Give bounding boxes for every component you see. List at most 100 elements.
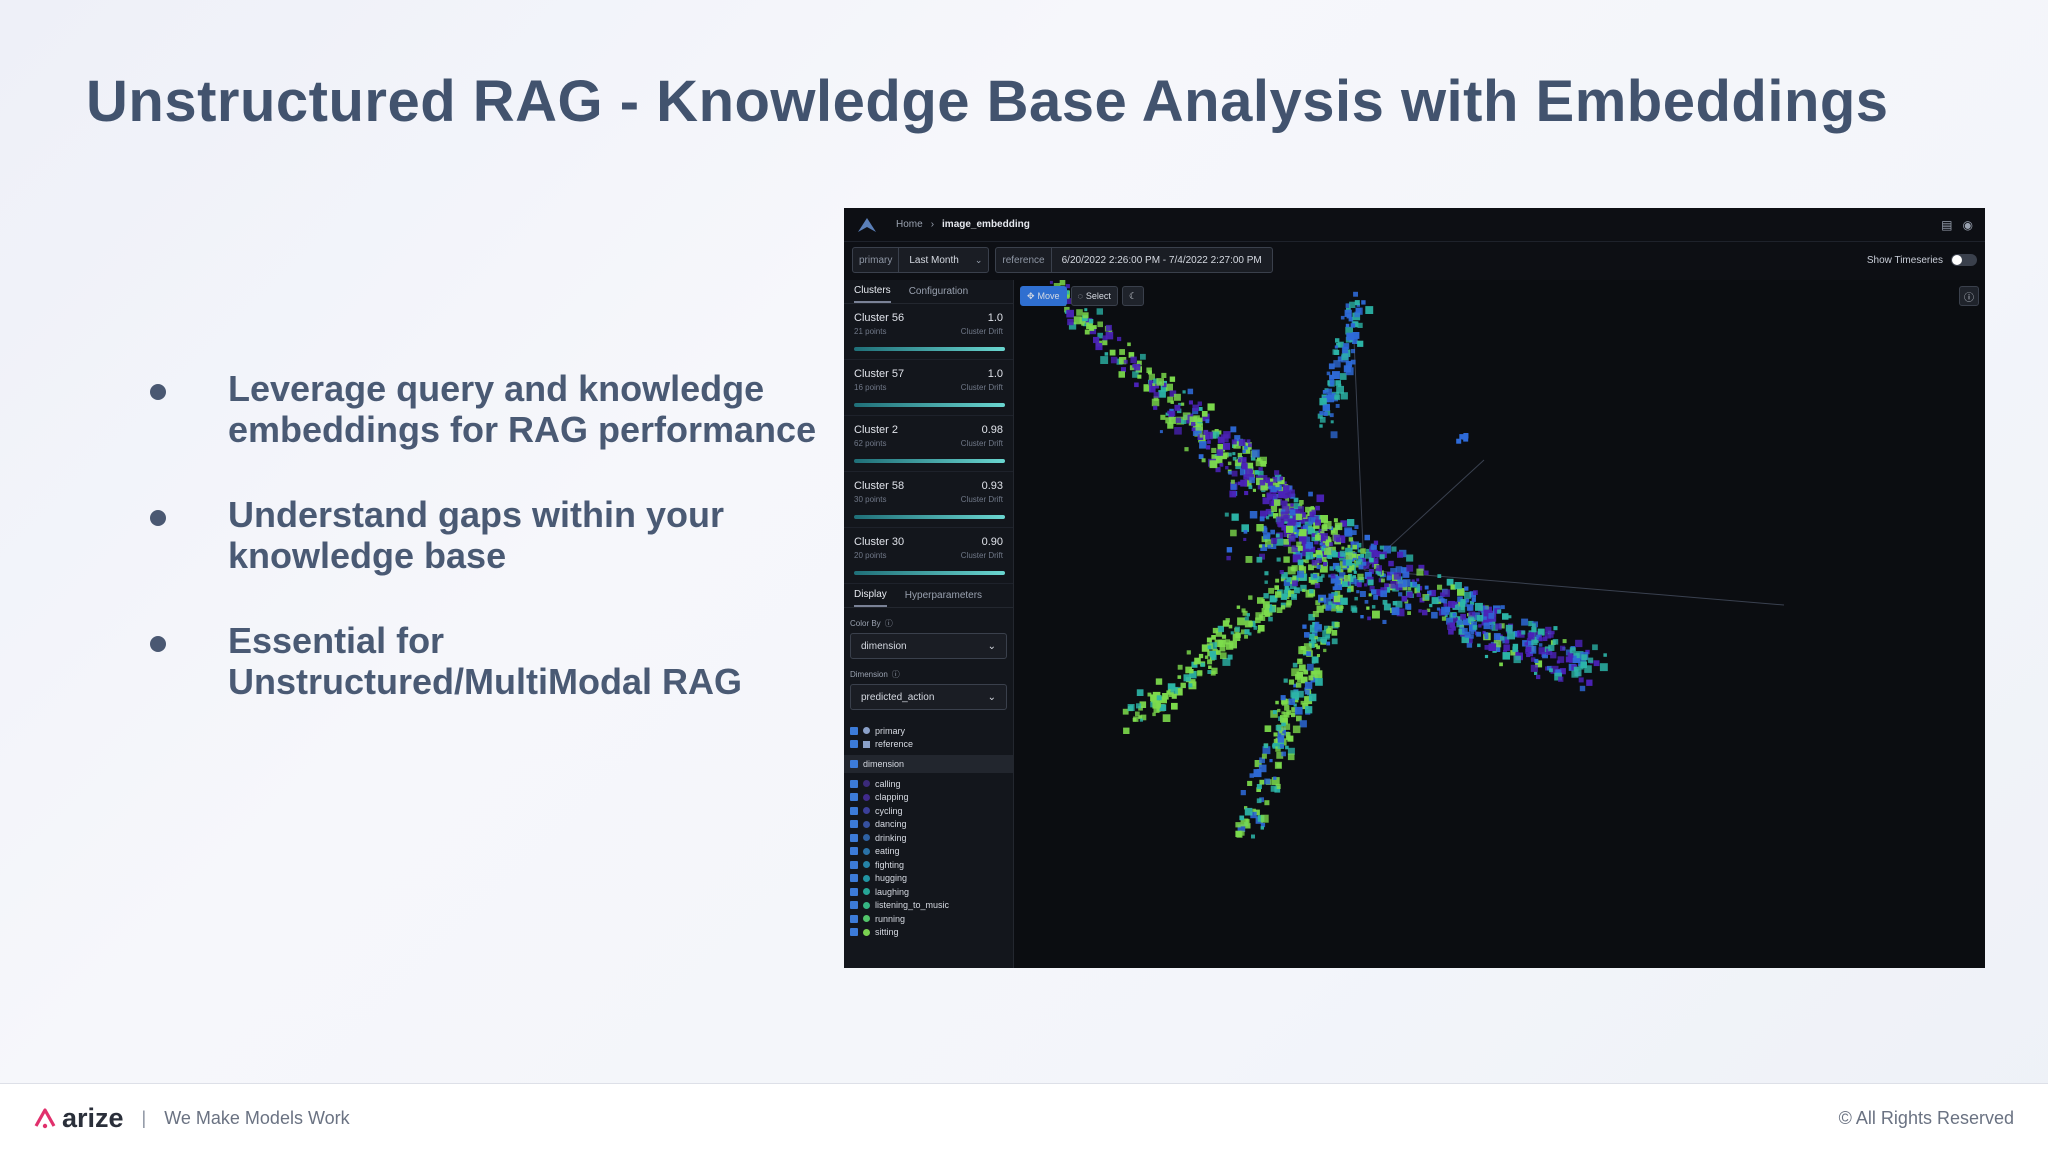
embedding-point[interactable] [1049,280,1053,284]
embedding-point[interactable] [1275,725,1282,731]
embedding-point[interactable] [1169,416,1177,424]
embedding-point[interactable] [1297,658,1303,665]
embedding-point[interactable] [1259,475,1268,483]
embedding-point[interactable] [1322,390,1327,394]
embedding-point[interactable] [1104,352,1109,356]
embedding-point[interactable] [1360,548,1366,554]
embedding-point[interactable] [1123,359,1128,364]
embedding-point[interactable] [1209,460,1218,469]
embedding-point[interactable] [1136,689,1144,696]
embedding-point[interactable] [1441,616,1447,621]
embedding-point[interactable] [1169,390,1177,397]
embedding-point[interactable] [1066,309,1074,318]
embedding-point[interactable] [1311,533,1316,538]
checkbox-icon[interactable] [850,860,858,869]
embedding-point[interactable] [1273,738,1278,743]
legend-item[interactable]: laughing [850,885,1007,899]
embedding-point[interactable] [1462,618,1470,626]
embedding-point[interactable] [1497,609,1502,614]
embedding-point[interactable] [1313,574,1318,579]
embedding-point[interactable] [1344,529,1353,537]
embedding-point[interactable] [1461,635,1470,644]
embedding-point[interactable] [1450,584,1456,590]
embedding-point[interactable] [1293,683,1297,688]
embedding-point[interactable] [1215,467,1221,473]
embedding-point[interactable] [1309,643,1315,648]
embedding-point[interactable] [1244,806,1248,810]
embedding-point[interactable] [1286,577,1292,583]
embedding-point[interactable] [1237,459,1242,463]
embedding-point[interactable] [1328,574,1332,578]
embedding-point[interactable] [1308,613,1315,621]
embedding-point[interactable] [1258,467,1263,472]
embedding-point[interactable] [1384,587,1391,593]
embedding-point[interactable] [1133,363,1141,371]
embedding-point[interactable] [1256,798,1262,804]
embedding-point[interactable] [1255,617,1261,624]
embedding-point[interactable] [1464,586,1469,591]
embedding-point[interactable] [1424,570,1429,576]
embedding-point[interactable] [1263,593,1269,599]
embedding-point[interactable] [1322,638,1327,644]
embedding-point[interactable] [1291,692,1300,700]
embedding-point[interactable] [1319,397,1327,406]
embedding-point[interactable] [1295,513,1303,521]
embedding-point[interactable] [1310,637,1317,644]
embedding-point[interactable] [1244,634,1248,639]
embedding-point[interactable] [1191,427,1196,432]
embedding-point[interactable] [1273,732,1278,737]
embedding-point[interactable] [1357,549,1361,553]
embedding-point[interactable] [1197,670,1203,676]
embedding-point[interactable] [1345,323,1350,328]
embedding-point[interactable] [1538,637,1543,642]
embedding-point[interactable] [1185,666,1192,674]
embedding-point[interactable] [1295,674,1301,680]
embedding-point[interactable] [1526,653,1531,658]
embedding-point[interactable] [1346,588,1351,593]
embedding-point[interactable] [1281,572,1288,579]
embedding-point[interactable] [1345,559,1353,566]
embedding-point[interactable] [1169,411,1174,416]
embedding-point[interactable] [1321,547,1325,552]
embedding-point[interactable] [1579,685,1586,692]
embedding-point[interactable] [1349,301,1356,308]
embedding-point[interactable] [1259,479,1266,486]
embedding-point[interactable] [1272,710,1277,715]
legend-item[interactable]: listening_to_music [850,899,1007,913]
embedding-point[interactable] [1548,644,1555,651]
embedding-point[interactable] [1148,373,1155,380]
embedding-point[interactable] [1162,714,1171,722]
embedding-point[interactable] [1207,670,1212,674]
embedding-point[interactable] [1234,435,1241,442]
embedding-point[interactable] [1356,559,1363,566]
embedding-point[interactable] [1481,618,1489,626]
embedding-point[interactable] [1462,628,1468,634]
embedding-point[interactable] [1059,280,1066,286]
embedding-point[interactable] [1312,630,1318,637]
embedding-point[interactable] [1337,576,1346,585]
embedding-point[interactable] [1469,591,1476,598]
embedding-point[interactable] [1335,338,1340,343]
embedding-point[interactable] [1237,617,1245,626]
embedding-point[interactable] [1517,630,1525,638]
github-icon[interactable]: ◉ [1962,217,1973,232]
embedding-point[interactable] [1302,703,1309,710]
embedding-point[interactable] [1301,548,1310,557]
embedding-point[interactable] [1117,336,1122,342]
embedding-point[interactable] [1281,751,1286,757]
embedding-point[interactable] [1181,418,1187,424]
embedding-point[interactable] [1205,445,1211,450]
embedding-point[interactable] [1162,693,1169,700]
embedding-point[interactable] [1264,800,1270,806]
embedding-point[interactable] [1105,324,1112,331]
embedding-point[interactable] [1316,654,1320,658]
embedding-point[interactable] [1095,343,1103,351]
embedding-point[interactable] [1198,653,1204,659]
embedding-point[interactable] [1092,325,1097,330]
embedding-point[interactable] [1360,553,1365,558]
embedding-point[interactable] [1587,657,1594,663]
embedding-point[interactable] [1241,524,1249,532]
embedding-point[interactable] [1198,454,1204,459]
embedding-point[interactable] [1182,412,1191,421]
